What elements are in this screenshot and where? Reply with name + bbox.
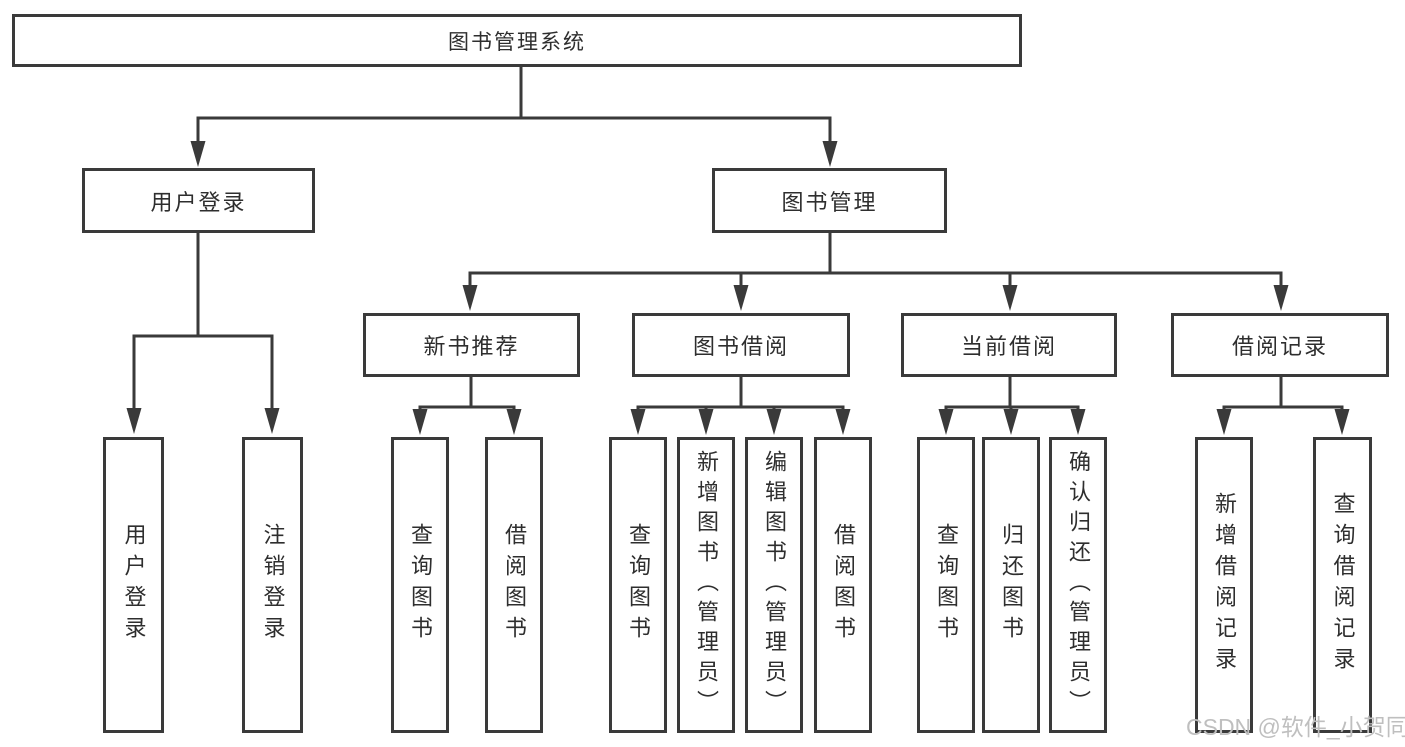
arrow-down-icon xyxy=(412,409,428,435)
node-label: 图书管理系统 xyxy=(448,30,586,54)
node-label: 查询图书 xyxy=(934,523,959,647)
node-label: 注销登录 xyxy=(260,523,286,647)
node-label: 编辑图书（管理员） xyxy=(762,450,787,720)
node-new-book-recommend: 新书推荐 xyxy=(363,313,580,377)
node-label: 查询图书 xyxy=(626,523,651,647)
arrow-down-icon xyxy=(1002,285,1018,311)
arrow-down-icon xyxy=(938,409,954,435)
arrow-down-icon xyxy=(264,408,280,434)
arrow-down-icon xyxy=(1273,285,1289,311)
node-label: 新增借阅记录 xyxy=(1212,492,1237,678)
node-user-login: 用户登录 xyxy=(82,168,315,233)
arrow-down-icon xyxy=(1334,409,1350,435)
arrow-down-icon xyxy=(126,408,142,434)
node-label: 归还图书 xyxy=(999,523,1024,647)
node-borrowing-records: 借阅记录 xyxy=(1171,313,1389,377)
arrow-down-icon xyxy=(733,285,749,311)
arrow-down-icon xyxy=(766,409,782,435)
node-label: 确认归还（管理员） xyxy=(1066,450,1091,720)
node-label: 借阅图书 xyxy=(502,523,527,647)
node-label: 用户登录 xyxy=(150,189,247,215)
node-book-management: 图书管理 xyxy=(712,168,947,233)
leaf-borrow-books: 借阅图书 xyxy=(814,437,872,733)
arrow-down-icon xyxy=(1003,409,1019,435)
arrow-down-icon xyxy=(190,141,206,167)
arrow-down-icon xyxy=(462,285,478,311)
arrow-down-icon xyxy=(506,409,522,435)
node-label: 用户登录 xyxy=(121,523,147,647)
csdn-watermark: CSDN @软件_小贺同学 xyxy=(1186,714,1405,740)
arrow-down-icon xyxy=(1070,409,1086,435)
node-label: 查询图书 xyxy=(408,523,433,647)
leaf-confirm-return-admin: 确认归还（管理员） xyxy=(1049,437,1107,733)
leaf-logout: 注销登录 xyxy=(242,437,303,733)
leaf-add-borrow-record: 新增借阅记录 xyxy=(1195,437,1253,733)
leaf-query-books-recommend: 查询图书 xyxy=(391,437,449,733)
node-label: 查询借阅记录 xyxy=(1330,492,1356,678)
leaf-query-books-borrowing: 查询图书 xyxy=(609,437,667,733)
arrow-down-icon xyxy=(835,409,851,435)
arrow-down-icon xyxy=(822,141,838,167)
node-book-borrowing: 图书借阅 xyxy=(632,313,850,377)
node-label: 借阅记录 xyxy=(1231,334,1328,359)
leaf-add-books-admin: 新增图书（管理员） xyxy=(677,437,735,733)
node-label: 图书借阅 xyxy=(692,334,789,359)
arrow-down-icon xyxy=(698,409,714,435)
arrow-down-icon xyxy=(630,409,646,435)
leaf-user-login: 用户登录 xyxy=(103,437,164,733)
node-label: 借阅图书 xyxy=(831,523,856,647)
node-library-system: 图书管理系统 xyxy=(12,14,1022,67)
leaf-return-books: 归还图书 xyxy=(982,437,1040,733)
node-label: 新增图书（管理员） xyxy=(694,450,719,720)
node-label: 新书推荐 xyxy=(423,334,520,359)
leaf-query-books-current: 查询图书 xyxy=(917,437,975,733)
node-label: 当前借阅 xyxy=(960,334,1057,359)
node-label: 图书管理 xyxy=(781,189,878,215)
node-current-borrowing: 当前借阅 xyxy=(901,313,1117,377)
leaf-edit-books-admin: 编辑图书（管理员） xyxy=(745,437,803,733)
arrow-down-icon xyxy=(1216,409,1232,435)
leaf-borrow-books-recommend: 借阅图书 xyxy=(485,437,543,733)
arrowhead-icons xyxy=(126,141,1350,435)
leaf-query-borrow-record: 查询借阅记录 xyxy=(1313,437,1372,733)
